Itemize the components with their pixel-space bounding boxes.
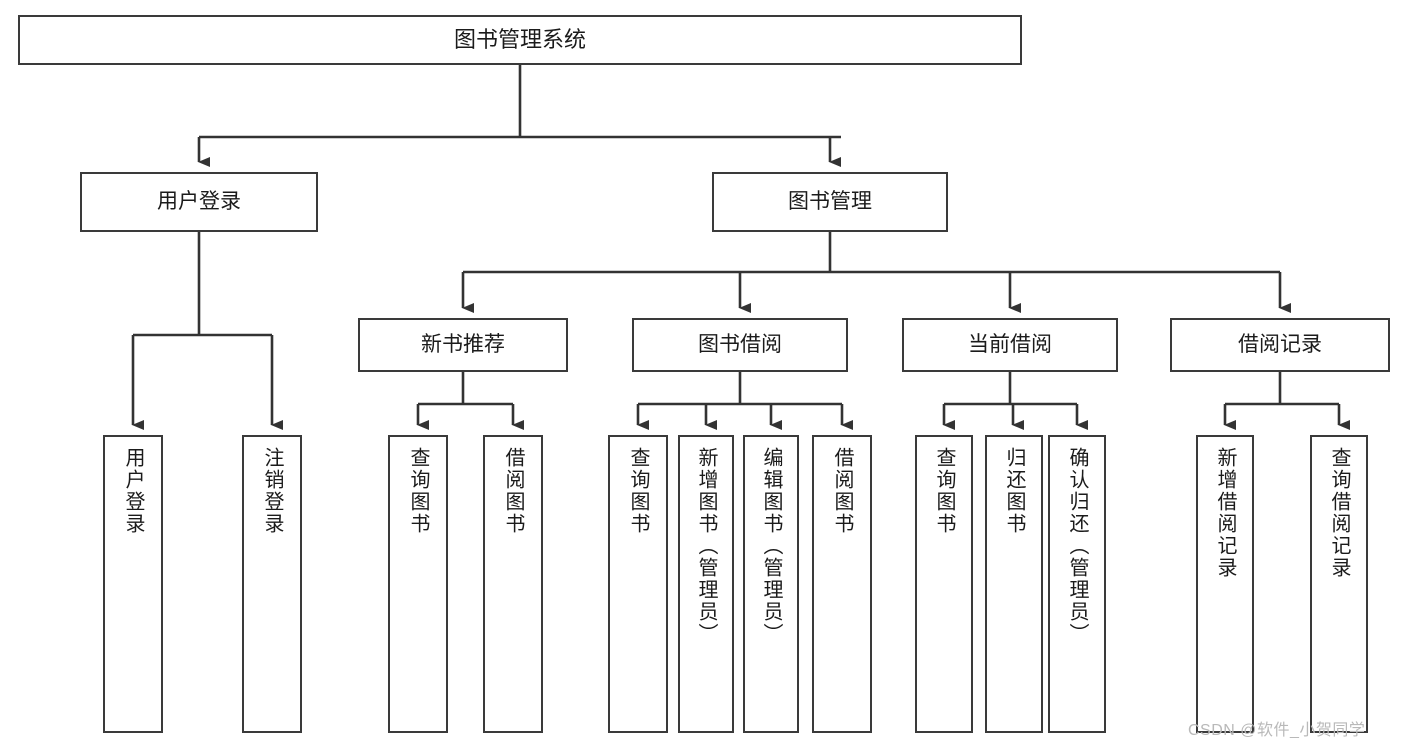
node-label: 查询图书: [933, 447, 955, 535]
leaf-query-borrow-record[interactable]: 查询借阅记录: [1310, 435, 1368, 733]
node-label: 归还图书: [1003, 447, 1025, 535]
node-label: 借阅图书: [831, 447, 853, 535]
leaf-edit-book-admin[interactable]: 编辑图书（管理员）: [743, 435, 799, 733]
leaf-query-book-current[interactable]: 查询图书: [915, 435, 973, 733]
leaf-confirm-return-admin[interactable]: 确认归还（管理员）: [1048, 435, 1106, 733]
leaf-query-book-borrow[interactable]: 查询图书: [608, 435, 668, 733]
node-book-borrow[interactable]: 图书借阅: [632, 318, 848, 372]
node-label: 借阅图书: [502, 447, 524, 535]
node-borrow-record[interactable]: 借阅记录: [1170, 318, 1390, 372]
node-label: 编辑图书（管理员）: [760, 447, 782, 645]
node-label: 确认归还（管理员）: [1066, 447, 1088, 645]
node-label: 借阅记录: [1238, 332, 1322, 356]
node-label: 新增图书（管理员）: [695, 447, 717, 645]
node-root-book-management-system[interactable]: 图书管理系统: [18, 15, 1022, 65]
leaf-add-borrow-record[interactable]: 新增借阅记录: [1196, 435, 1254, 733]
node-user-login[interactable]: 用户登录: [80, 172, 318, 232]
node-book-management[interactable]: 图书管理: [712, 172, 948, 232]
node-new-book-recommend[interactable]: 新书推荐: [358, 318, 568, 372]
node-label: 图书管理系统: [453, 27, 586, 53]
node-current-borrow[interactable]: 当前借阅: [902, 318, 1118, 372]
leaf-query-book-new[interactable]: 查询图书: [388, 435, 448, 733]
leaf-borrow-book[interactable]: 借阅图书: [812, 435, 872, 733]
node-label: 图书管理: [788, 189, 872, 213]
node-label: 查询图书: [627, 447, 649, 535]
leaf-logout[interactable]: 注销登录: [242, 435, 302, 733]
node-label: 注销登录: [261, 447, 283, 535]
node-label: 图书借阅: [698, 332, 782, 356]
node-label: 用户登录: [157, 189, 241, 213]
node-label: 新书推荐: [421, 332, 505, 356]
leaf-user-login[interactable]: 用户登录: [103, 435, 163, 733]
node-label: 当前借阅: [968, 332, 1052, 356]
node-label: 查询图书: [407, 447, 429, 535]
node-label: 新增借阅记录: [1214, 447, 1236, 579]
leaf-return-book[interactable]: 归还图书: [985, 435, 1043, 733]
node-label: 查询借阅记录: [1328, 447, 1350, 579]
leaf-borrow-book-new[interactable]: 借阅图书: [483, 435, 543, 733]
leaf-add-book-admin[interactable]: 新增图书（管理员）: [678, 435, 734, 733]
node-label: 用户登录: [122, 447, 144, 535]
